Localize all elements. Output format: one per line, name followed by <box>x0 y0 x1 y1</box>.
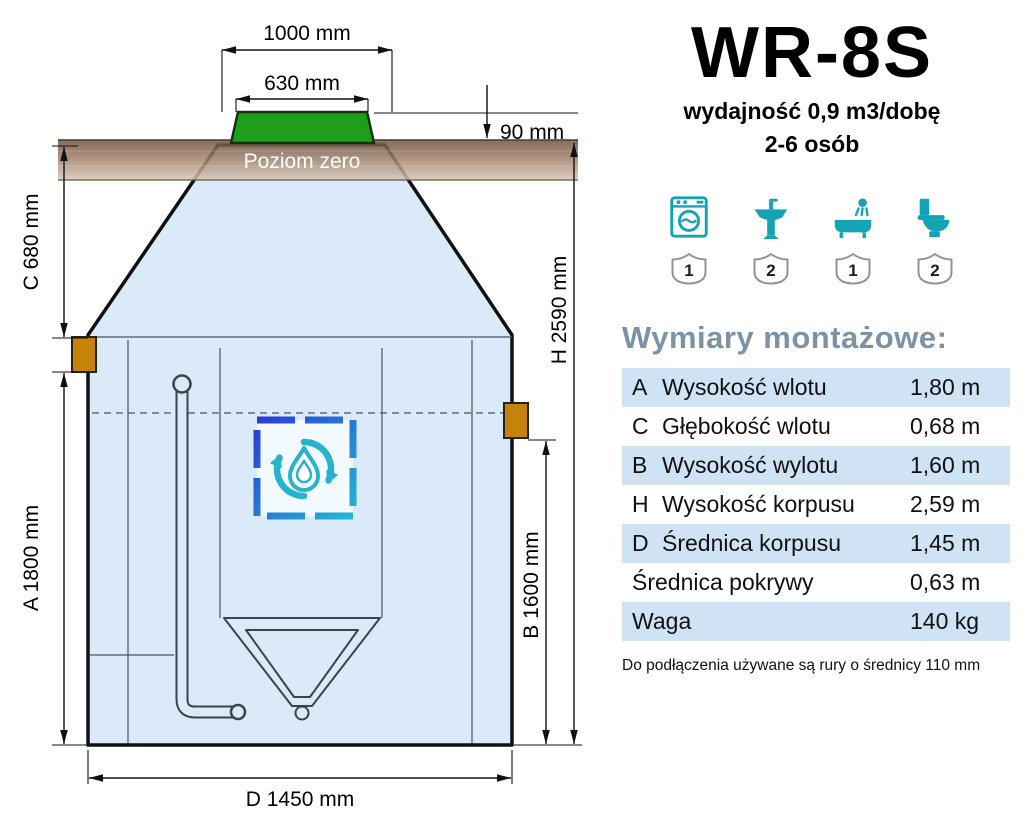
internal-pipe <box>172 374 247 721</box>
dimension-value: 140 kg <box>910 607 980 634</box>
fixture-toilet: 2 <box>907 194 963 286</box>
dimension-lines: 1000 mm 630 mm 90 mm C 680 mm A 1800 mm <box>20 22 582 811</box>
dimension-letter: H <box>632 490 649 517</box>
svg-text:1: 1 <box>848 261 857 280</box>
dim-label-lid-width: 630 mm <box>264 72 340 95</box>
outlet-pipe <box>503 402 529 439</box>
tank-lid <box>229 110 376 145</box>
svg-text:2: 2 <box>766 261 775 280</box>
fixture-sink: 2 <box>743 194 799 286</box>
pipe-note: Do podłączenia używane są rury o średnic… <box>622 656 981 674</box>
svg-text:1: 1 <box>684 261 693 280</box>
dimension-label: Wysokość korpusu <box>662 490 855 517</box>
dim-label-top-width: 1000 mm <box>263 22 351 45</box>
table-row: C Głębokość wlotu 0,68 m <box>622 407 1010 446</box>
capacity-text: wydajność 0,9 m3/dobę <box>683 97 941 124</box>
water-drop-icon <box>288 446 320 492</box>
info-panel: WR-8S wydajność 0,9 m3/dobę 2-6 osób 1 <box>600 0 1024 834</box>
table-row: Średnica pokrywy 0,63 m <box>622 563 1010 602</box>
dim-label-lid-height: 90 mm <box>500 121 564 144</box>
fixture-bathtub: 1 <box>825 194 881 286</box>
count-badge: 1 <box>671 252 707 285</box>
toilet-icon <box>917 198 950 237</box>
sink-icon <box>754 198 788 239</box>
dim-label-outlet-height: B 1600 mm <box>520 531 543 638</box>
table-row: D Średnica korpusu 1,45 m <box>622 523 1010 563</box>
count-badge: 1 <box>835 252 871 285</box>
dimension-letter: B <box>632 451 648 478</box>
product-title: WR-8S <box>691 13 933 93</box>
ground-zero-label: Poziom zero <box>244 150 361 173</box>
settling-funnel <box>223 617 381 721</box>
dimension-value: 1,45 m <box>910 529 981 556</box>
tank-diagram: Poziom zero 1000 mm 630 mm 90 mm C 680 m… <box>20 22 582 811</box>
dimensions-heading: Wymiary montażowe: <box>622 319 948 355</box>
dimension-value: 0,68 m <box>910 412 981 439</box>
table-row: H Wysokość korpusu 2,59 m <box>622 485 1010 524</box>
dimension-value: 0,63 m <box>910 568 981 595</box>
dimension-letter: C <box>632 412 649 439</box>
table-row: Waga 140 kg <box>622 601 1010 641</box>
dimension-label: Średnica pokrywy <box>632 568 814 595</box>
washing-machine-icon <box>670 195 708 238</box>
fixtures-row: 1 2 <box>600 194 1024 286</box>
count-badge: 2 <box>753 252 789 285</box>
dimension-value: 1,80 m <box>910 373 981 400</box>
brand-logo <box>253 416 357 520</box>
table-row: B Wysokość wylotu 1,60 m <box>622 445 1010 485</box>
table-row: A Wysokość wlotu 1,80 m <box>622 367 1010 407</box>
tank-interior-lines <box>88 336 512 743</box>
dim-label-body-height: H 2590 mm <box>548 256 571 365</box>
dim-label-inlet-height: A 1800 mm <box>20 505 43 611</box>
dimension-value: 2,59 m <box>910 490 981 517</box>
inlet-pipe <box>71 336 97 373</box>
ground-band <box>58 139 578 181</box>
dimension-label: Wysokość wlotu <box>662 373 827 400</box>
dimension-label: Wysokość wylotu <box>662 451 839 478</box>
dimension-label: Średnica korpusu <box>662 529 841 556</box>
dimension-letter: A <box>632 373 648 400</box>
persons-text: 2-6 osób <box>764 130 860 157</box>
dimension-letter: D <box>632 529 649 556</box>
count-badge: 2 <box>917 252 953 285</box>
bathtub-icon <box>834 197 872 238</box>
dimension-label: Waga <box>632 607 692 634</box>
dimension-label: Głębokość wlotu <box>662 412 831 439</box>
dimensions-table: A Wysokość wlotu 1,80 m C Głębokość wlotu 0,… <box>622 367 1010 641</box>
dim-label-inlet-depth: C 680 mm <box>20 194 43 291</box>
fixture-washing-machine: 1 <box>661 194 717 286</box>
dimension-value: 1,60 m <box>910 451 981 478</box>
svg-text:2: 2 <box>930 261 939 280</box>
dim-label-body-diameter: D 1450 mm <box>246 788 355 811</box>
